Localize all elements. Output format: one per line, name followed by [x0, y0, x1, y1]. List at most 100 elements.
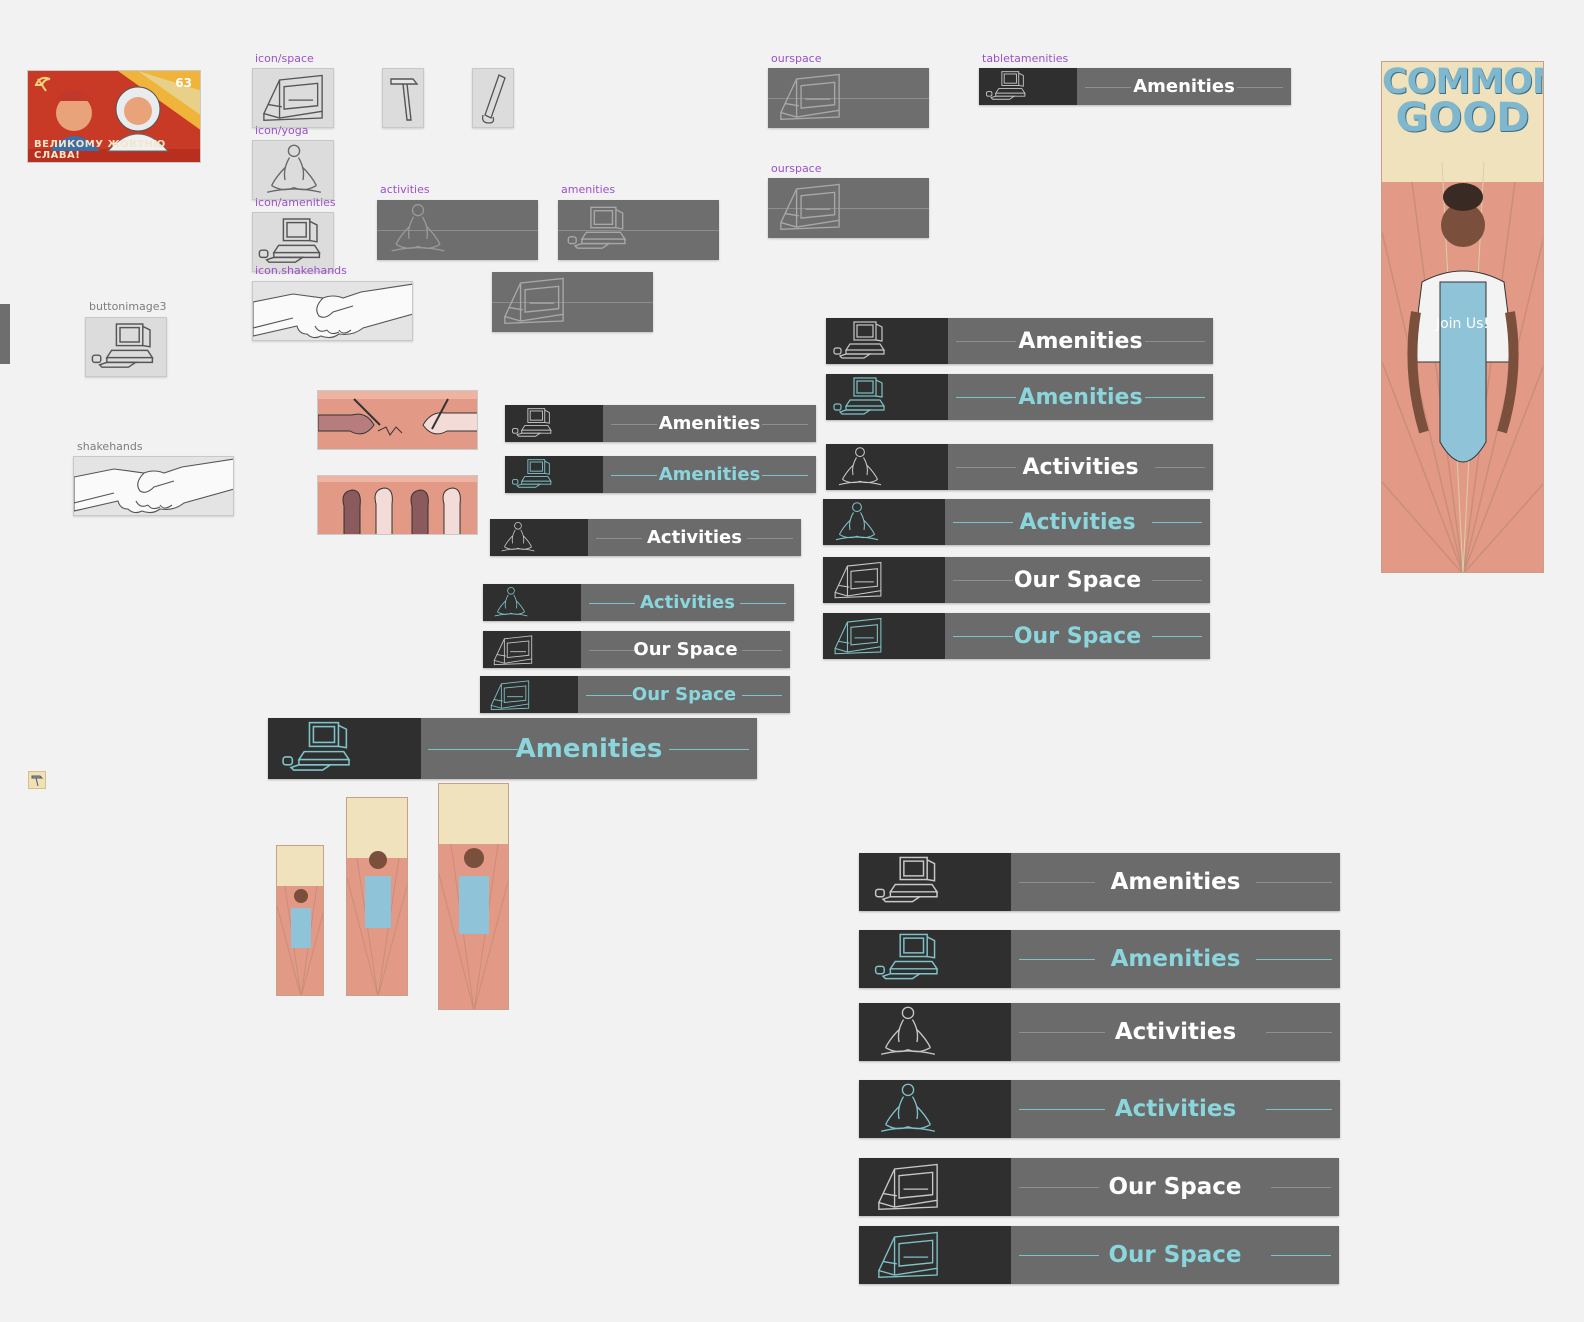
computer-icon	[566, 203, 634, 257]
yoga-icon	[832, 446, 888, 490]
poster-badge: 63	[175, 76, 192, 90]
space-icon	[257, 71, 329, 127]
button-label: Activities	[1114, 1096, 1237, 1122]
button-label: Our Space	[1013, 623, 1142, 649]
amenities-button-mid-teal[interactable]: Amenities	[826, 374, 1213, 420]
icon-amenities-tile[interactable]	[252, 212, 334, 272]
amenities-button-large-teal[interactable]: Amenities	[859, 930, 1340, 988]
ourspace-button-mid-teal[interactable]: Our Space	[823, 613, 1210, 659]
yoga-icon	[873, 1005, 943, 1061]
label-amenities: amenities	[561, 183, 616, 196]
common-good-poster: COMMON GOOD Join Us!	[1381, 61, 1544, 573]
computer-icon	[873, 932, 947, 986]
ourspace-button-mid[interactable]: Our Space	[823, 557, 1210, 603]
poster-title: COMMON GOOD	[1382, 64, 1543, 142]
button-label: Our Space	[633, 639, 738, 660]
activities-button-large[interactable]: Activities	[859, 1003, 1340, 1061]
shakehands-tile[interactable]	[73, 456, 234, 516]
button-label: Activities	[640, 592, 735, 613]
icon-yoga-tile[interactable]	[252, 140, 334, 200]
tablet-amenities-button[interactable]: Amenities	[979, 68, 1291, 105]
amenities-tile[interactable]	[558, 200, 719, 260]
computer-icon	[257, 216, 329, 270]
activities-button-mid[interactable]: Activities	[826, 444, 1213, 490]
worker-poster-large	[438, 783, 509, 1010]
label-ourspace-2: ourspace	[771, 162, 822, 175]
label-tabletamenities: tabletamenities	[982, 52, 1069, 65]
hands-signing-icon	[318, 391, 477, 436]
ourspace-button-small[interactable]: Our Space	[483, 631, 790, 668]
worker-poster-small	[276, 845, 324, 996]
label-icon-shakehands: icon.shakehands	[255, 264, 347, 277]
button-label: Activities	[1114, 1019, 1237, 1045]
hammer-tile[interactable]	[382, 68, 424, 128]
computer-icon	[873, 855, 947, 909]
ourspace-tile-1[interactable]	[768, 68, 929, 128]
ourspace-button-large[interactable]: Our Space	[859, 1158, 1339, 1216]
button-label: Our Space	[1108, 1174, 1242, 1200]
yoga-icon	[489, 586, 533, 620]
space-icon	[829, 559, 887, 603]
button-label: Amenities	[1018, 384, 1143, 410]
yoga-icon	[258, 143, 330, 199]
space-icon	[489, 633, 537, 668]
activities-tile[interactable]	[377, 200, 538, 260]
button-label: Amenities	[1133, 76, 1235, 97]
computer-icon	[511, 458, 557, 492]
worker-poster-medium	[346, 797, 408, 996]
amenities-button-mid[interactable]: Amenities	[826, 318, 1213, 364]
activities-button-large-teal[interactable]: Activities	[859, 1080, 1340, 1138]
amenities-button-large[interactable]: Amenities	[859, 853, 1340, 911]
poster-title-line2: GOOD	[1395, 95, 1530, 142]
button-label: Our Space	[1013, 567, 1142, 593]
raised-fists-icon	[318, 476, 477, 534]
saw-tile[interactable]	[472, 68, 514, 128]
icon-space-tile[interactable]	[252, 68, 334, 128]
hammer-icon	[31, 775, 44, 787]
button-label: Amenities	[1110, 946, 1241, 972]
button-label: Amenities	[658, 413, 761, 434]
handshake-icon	[74, 457, 234, 516]
buttonimage3-tile[interactable]	[85, 317, 167, 377]
space-icon	[871, 1228, 945, 1284]
computer-icon	[832, 320, 892, 364]
raised-fists-image	[317, 475, 478, 535]
ourspace-button-large-teal[interactable]: Our Space	[859, 1226, 1339, 1284]
activities-button-small-teal[interactable]: Activities	[483, 584, 794, 621]
hands-signing-image	[317, 390, 478, 450]
amenities-button-small[interactable]: Amenities	[505, 405, 816, 442]
button-label: Activities	[647, 527, 742, 548]
space-icon	[829, 615, 887, 659]
yoga-icon	[385, 202, 451, 258]
ourspace-tile-2[interactable]	[768, 178, 929, 238]
hammer-sickle-icon	[34, 76, 51, 92]
amenities-button-small-teal[interactable]: Amenities	[505, 456, 816, 493]
activities-button-small[interactable]: Activities	[490, 519, 801, 556]
label-shakehands: shakehands	[77, 440, 143, 453]
button-label: Our Space	[1108, 1242, 1242, 1268]
space-icon	[774, 180, 846, 236]
offscreen-element-edge	[0, 304, 10, 364]
space-icon	[486, 678, 534, 713]
computer-icon	[511, 407, 557, 441]
button-label: Our Space	[631, 684, 737, 705]
button-label: Amenities	[658, 464, 761, 485]
app-small-icon[interactable]	[28, 771, 46, 789]
yoga-icon	[873, 1082, 943, 1138]
handshake-icon	[253, 282, 413, 341]
poster-banner: ВЕЛИКОМУ ЖОВТНЮ СЛАВА!	[34, 139, 166, 161]
space-icon	[774, 70, 846, 126]
icon-shakehands-tile[interactable]	[252, 281, 413, 341]
ourspace-tile-3[interactable]	[492, 272, 653, 332]
activities-button-mid-teal[interactable]: Activities	[823, 499, 1210, 545]
computer-icon	[832, 376, 892, 420]
computer-icon	[280, 720, 360, 778]
join-us-text: Join Us!	[1435, 316, 1490, 332]
space-icon	[498, 274, 570, 330]
ourspace-button-small-teal[interactable]: Our Space	[480, 676, 790, 713]
button-label: Amenities	[1110, 869, 1241, 895]
button-label: Activities	[1022, 454, 1139, 480]
label-icon-yoga: icon/yoga	[255, 124, 309, 137]
amenities-button-wide-teal[interactable]: Amenities	[268, 718, 757, 779]
label-ourspace-1: ourspace	[771, 52, 822, 65]
